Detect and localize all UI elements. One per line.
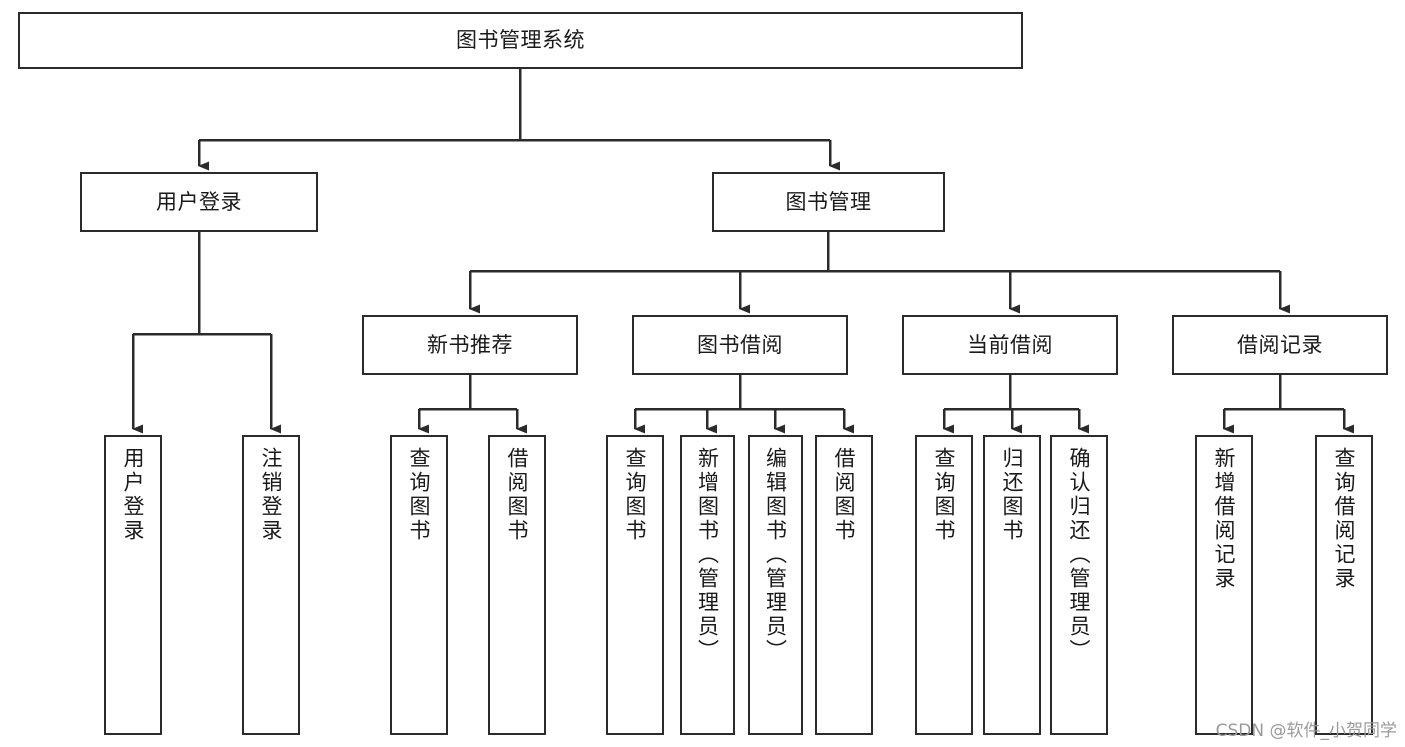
leaf-user-logout[interactable]: 注销登录 — [242, 435, 300, 735]
node-label: 用户登录 — [156, 189, 242, 214]
node-book-management[interactable]: 图书管理 — [712, 172, 945, 232]
watermark-text: CSDN @软件_小贺同学 — [1215, 721, 1397, 741]
node-label: 编辑图书（管理员） — [763, 447, 788, 663]
leaf-query-borrow-record[interactable]: 查询借阅记录 — [1315, 435, 1373, 735]
node-label: 新书推荐 — [427, 332, 513, 357]
node-label: 新增图书（管理员） — [695, 447, 720, 663]
leaf-query-book-recommend[interactable]: 查询图书 — [390, 435, 448, 735]
leaf-return-book[interactable]: 归还图书 — [983, 435, 1041, 735]
node-label: 借阅图书 — [832, 447, 857, 543]
leaf-add-book-admin[interactable]: 新增图书（管理员） — [680, 435, 735, 735]
node-current-borrow[interactable]: 当前借阅 — [902, 315, 1118, 375]
node-label: 查询借阅记录 — [1332, 447, 1357, 591]
node-label: 图书借阅 — [697, 332, 783, 357]
leaf-add-borrow-record[interactable]: 新增借阅记录 — [1195, 435, 1253, 735]
node-label: 查询图书 — [932, 447, 957, 543]
leaf-confirm-return-admin[interactable]: 确认归还（管理员） — [1050, 435, 1108, 735]
node-label: 查询图书 — [623, 447, 648, 543]
node-label: 借阅图书 — [505, 447, 530, 543]
leaf-query-book-borrow[interactable]: 查询图书 — [606, 435, 664, 735]
leaf-user-login[interactable]: 用户登录 — [104, 435, 162, 735]
node-label: 确认归还（管理员） — [1067, 447, 1092, 663]
node-label: 当前借阅 — [967, 332, 1053, 357]
node-book-borrow[interactable]: 图书借阅 — [632, 315, 848, 375]
node-label: 查询图书 — [407, 447, 432, 543]
node-borrow-record[interactable]: 借阅记录 — [1172, 315, 1388, 375]
leaf-borrow-book-recommend[interactable]: 借阅图书 — [488, 435, 546, 735]
node-label: 借阅记录 — [1237, 332, 1323, 357]
node-label: 新增借阅记录 — [1212, 447, 1237, 591]
node-root-system[interactable]: 图书管理系统 — [18, 12, 1023, 69]
node-label: 归还图书 — [1000, 447, 1025, 543]
node-new-book-recommend[interactable]: 新书推荐 — [362, 315, 578, 375]
node-label: 注销登录 — [259, 447, 284, 543]
node-label: 用户登录 — [121, 447, 146, 543]
leaf-query-book-current[interactable]: 查询图书 — [915, 435, 973, 735]
node-user-login[interactable]: 用户登录 — [80, 172, 318, 232]
node-label: 图书管理 — [785, 189, 872, 214]
leaf-edit-book-admin[interactable]: 编辑图书（管理员） — [748, 435, 803, 735]
leaf-borrow-book[interactable]: 借阅图书 — [815, 435, 873, 735]
node-label: 图书管理系统 — [456, 28, 585, 53]
